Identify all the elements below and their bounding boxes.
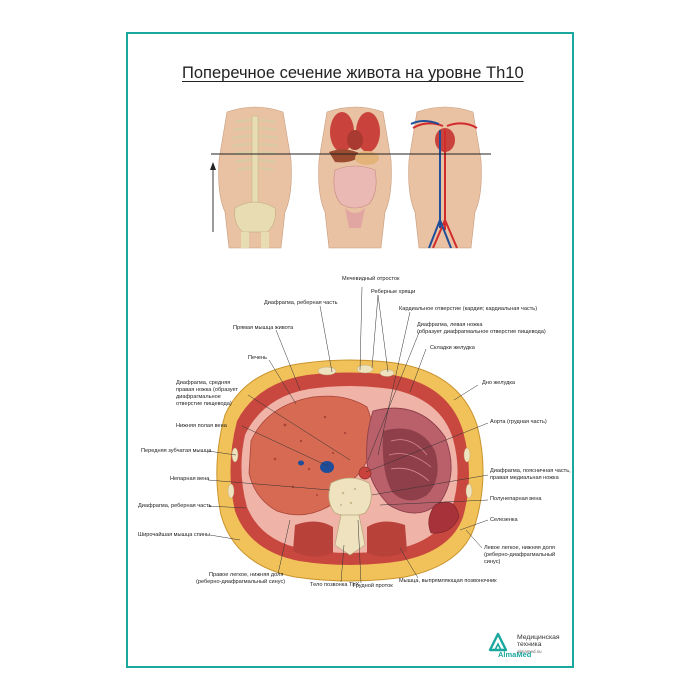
label-erector: Мышца, выпрямляющая позвоночник [399,578,497,584]
label-gastric-folds: Складки желудка [430,345,475,351]
label-diaphragm-right-crus-2: правая ножка (образует [176,387,239,393]
label-left-lung-1: Левое легкое, нижняя доля [484,545,555,551]
label-diaphragm-left-crus-2: (образует диафрагмальное отверстие пищев… [417,329,546,335]
label-right-lung-1: Правое легкое, нижняя доля [209,572,284,578]
abdomen-cross-section [216,359,484,582]
label-vertebra: Тело позвонка ThX [310,582,360,588]
brand-line1: Медицинская [517,634,560,641]
label-diaphragm-lumbar-1: Диафрагма, поясничная часть, [490,468,571,474]
label-diaphragm-left-crus-1: Диафрагма, левая ножка [417,322,483,328]
label-hemiazygos: Полунепарная вена [490,496,542,502]
label-serratus: Передняя зубчатая мышца [141,448,212,454]
vessels-torso-figure [408,106,482,249]
label-azygos: Непарная вена [170,476,210,482]
label-fundus: Дно желудка [482,380,516,386]
label-diaphragm-right-crus-4: отверстие пищевода) [176,401,232,407]
skeleton-torso-figure [218,106,292,249]
label-diaphragm-right-crus-3: диафрагмальное [176,394,221,400]
label-latissimus: Широчайшая мышца спины [138,532,210,538]
label-spleen: Селезенка [490,517,518,523]
label-thoracic-duct: Грудной проток [353,583,393,589]
label-cardial-opening: Кардиальное отверстие (кардия; кардиальн… [399,306,538,312]
label-rectus: Прямая мышца живота [233,325,294,331]
almamed-logo-icon [488,632,508,652]
label-left-lung-3: синус) [484,559,501,565]
label-diaphragm-costal-top: Диафрагма, реберная часть [264,300,338,306]
label-right-lung-2: (реберно-диафрагмальный синус) [196,579,286,585]
label-xiphoid: Мечевидный отросток [342,276,400,282]
label-diaphragm-costal-bottom: Диафрагма, реберная часть [138,503,212,509]
label-diaphragm-lumbar-2: правая медиальная ножка [490,475,559,481]
label-ivc: Нижняя полая вена [176,423,227,429]
label-liver: Печень [248,355,267,361]
label-diaphragm-right-crus-1: Диафрагма, средняя [176,380,231,386]
label-costal-cartilage: Реберные хрящи [371,289,416,295]
brand-line2: техника [517,641,542,648]
label-aorta: Аорта (грудная часть) [490,419,547,425]
organs-torso-figure [318,106,392,249]
brand-site: almamed.su [517,649,542,654]
label-left-lung-2: (реберно-диафрагмальный [484,552,556,558]
poster-title: Поперечное сечение живота на уровне Th10 [182,64,524,82]
brand-name: AlmaMed [498,650,532,659]
torso-figures [210,106,491,249]
